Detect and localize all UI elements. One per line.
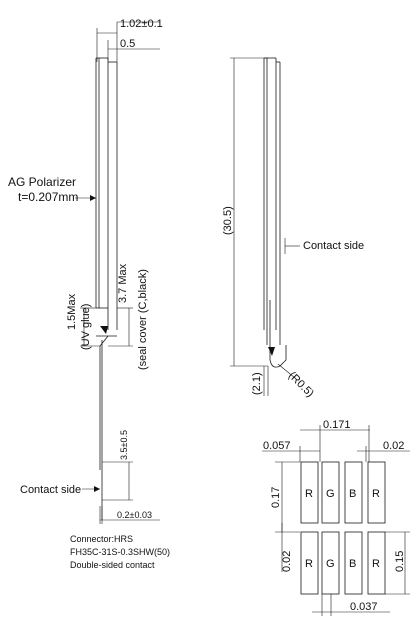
dim-bottom-width: 0.037	[350, 601, 378, 613]
subpixel-g: G	[326, 558, 335, 570]
dim-top-total: 1.02±0.1	[120, 18, 163, 30]
contact-side-label-right: Contact side	[303, 240, 364, 252]
dim-height-top: 0.17	[270, 487, 282, 508]
dim-gap-between: 0.02	[281, 551, 293, 572]
dim-seal-max: 3.7 Max	[117, 263, 129, 303]
dim-right-gap: 0.02	[383, 440, 404, 452]
dim-contact-width: 0.2±0.03	[117, 510, 152, 520]
subpixel-g: G	[326, 488, 335, 500]
subpixel-b: B	[349, 488, 356, 500]
subpixel-b: B	[349, 558, 356, 570]
dim-height-right: (30.5)	[222, 206, 234, 235]
subpixel-box	[344, 531, 363, 595]
subpixel-box	[300, 531, 319, 595]
dim-glue-max: 1.5Max	[66, 293, 78, 330]
connector-line-2: FH35C-31S-0.3SHW(50)	[70, 547, 170, 557]
connector-line-1: Connector:HRS	[70, 534, 133, 544]
seal-cover-label: (seal cover (C,black)	[137, 269, 149, 370]
polarizer-label: AG Polarizer	[8, 175, 76, 189]
top-pixel-row: R G B R	[300, 461, 386, 524]
dim-top-inner: 0.5	[120, 38, 135, 50]
subpixel-r: R	[305, 558, 313, 570]
uv-glue-label: (UV glue)	[80, 304, 92, 350]
subpixel-box	[367, 461, 386, 524]
contact-side-label-left: Contact side	[20, 484, 81, 496]
subpixel-r: R	[305, 488, 313, 500]
pixel-detail: 0.171 0.057 0.02 R G B R 0.17	[262, 419, 410, 616]
subpixel-r: R	[372, 558, 380, 570]
dim-pitch: 0.171	[323, 419, 351, 431]
polarizer-thickness: t=0.207mm	[18, 190, 78, 204]
dim-bottom-right: (2.1)	[251, 372, 263, 395]
right-side-view: (30.5) Contact side (2.1) (R0.5)	[222, 57, 364, 400]
subpixel-box	[321, 461, 340, 524]
seal-fill-right	[268, 347, 275, 356]
subpixel-box	[300, 461, 319, 524]
connector-line-3: Double-sided contact	[70, 560, 155, 570]
dim-contact-length: 3.5±0.5	[119, 430, 129, 460]
bottom-pixel-row: R G B R	[300, 531, 386, 595]
subpixel-box	[344, 461, 363, 524]
radius-label: (R0.5)	[286, 370, 316, 400]
subpixel-box	[367, 531, 386, 595]
dim-height-bottom: 0.15	[394, 551, 406, 572]
subpixel-box	[321, 531, 340, 595]
left-side-view: 1.02±0.1 0.5 AG Polarizer t=0.207mm 1.5M…	[8, 18, 163, 524]
dim-left-gap: 0.057	[263, 440, 291, 452]
connector-note: Connector:HRS FH35C-31S-0.3SHW(50) Doubl…	[70, 534, 170, 570]
uv-glue-fill	[100, 326, 108, 334]
subpixel-r: R	[372, 488, 380, 500]
